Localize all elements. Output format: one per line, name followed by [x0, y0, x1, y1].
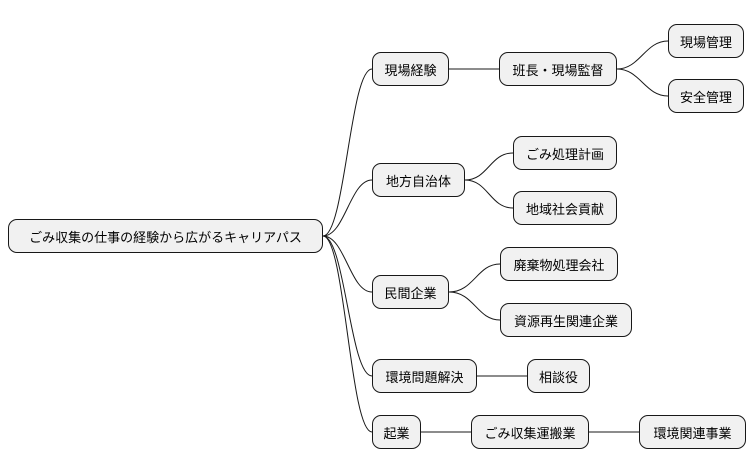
- node-genba-keiken: 現場経験: [372, 52, 449, 86]
- node-chiiki-shakai-koken: 地域社会貢献: [513, 191, 617, 225]
- edge-root-minkan-kigyo: [322, 235, 373, 293]
- edge-root-genba-keiken: [322, 68, 373, 237]
- node-kigyo: 起業: [372, 415, 421, 449]
- root-node: ごみ収集の仕事の経験から広がるキャリアパス: [8, 219, 323, 253]
- node-shigen-saisei-kigyo: 資源再生関連企業: [500, 303, 632, 337]
- node-chiho-jichitai: 地方自治体: [372, 163, 465, 197]
- node-minkan-kigyo: 民間企業: [372, 275, 449, 309]
- node-anzen-kanri: 安全管理: [668, 79, 744, 113]
- edge-minkan-shigen: [448, 291, 501, 321]
- edge-minkan-haikibutsu: [448, 263, 501, 293]
- edge-chiho-gomi-shori: [464, 152, 514, 181]
- edge-hancho-genba-kanri: [616, 40, 669, 70]
- edge-chiho-chiiki-shakai: [464, 179, 514, 209]
- edge-root-chiho-jichitai: [322, 179, 373, 237]
- edge-root-kigyo: [322, 235, 373, 433]
- edge-hancho-anzen-kanri: [616, 68, 669, 97]
- node-kankyo-kanren-jigyo: 環境関連事業: [639, 415, 746, 449]
- node-genba-kanri: 現場管理: [668, 24, 744, 58]
- node-kankyo-mondai-kaiketsu: 環境問題解決: [372, 359, 477, 393]
- node-gomi-shushu-unpan: ごみ収集運搬業: [471, 415, 589, 449]
- node-gomi-shori-keikaku: ごみ処理計画: [513, 136, 617, 170]
- node-hancho-genba-kantoku: 班長・現場監督: [499, 52, 617, 86]
- node-sodanyaku: 相談役: [527, 359, 590, 393]
- node-haikibutsu-shori-kaisha: 廃棄物処理会社: [500, 247, 618, 281]
- edge-root-kankyo-mondai: [322, 235, 373, 377]
